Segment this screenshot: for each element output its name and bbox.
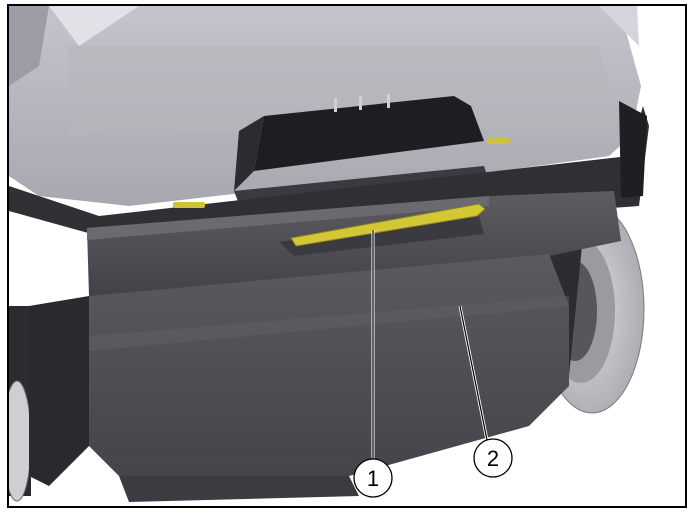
container [29,254,569,502]
illustration-frame: 1 2 [7,4,687,508]
callout-1: 1 [353,230,393,498]
machine-illustration: 1 2 [9,6,649,502]
left-wheel [9,306,32,502]
callout-2-label: 2 [487,446,499,471]
upper-housing [9,6,641,206]
bumper [87,191,621,306]
callout-1-label: 1 [367,466,379,491]
handle [290,203,486,247]
callout-2: 2 [458,305,513,478]
